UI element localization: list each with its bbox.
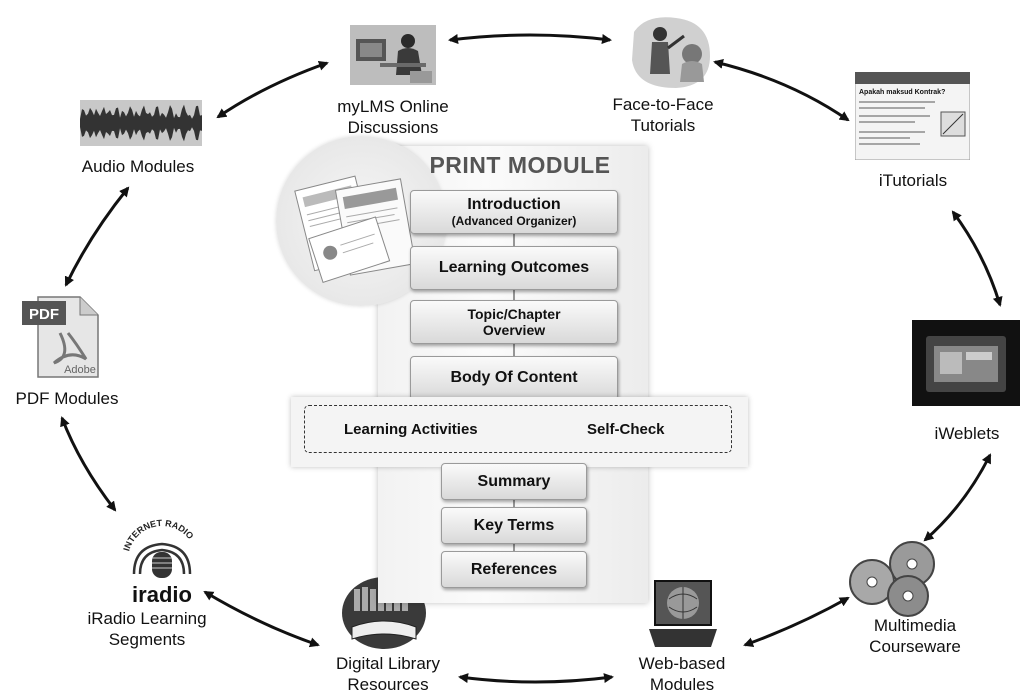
arrow-pdf-audio <box>64 186 130 287</box>
step-topic-overview: Topic/Chapter Overview <box>410 300 618 344</box>
learning-activities-label: Learning Activities <box>344 421 478 438</box>
arrow-webbased-digitallibrary <box>458 673 614 684</box>
itutorials-line1: iTutorials <box>878 171 948 190</box>
cd-discs-icon <box>849 541 935 617</box>
iweblet-screen-icon <box>912 320 1020 406</box>
arrow-multimedia-webbased <box>743 596 850 647</box>
print-documents-icon <box>294 175 416 284</box>
topic-overview-line1: Topic/Chapter <box>467 306 561 322</box>
iradio-line2: Segments <box>108 630 186 649</box>
digitallibrary-line2: Resources <box>347 675 429 694</box>
node-label-mylms: myLMS Online Discussions <box>318 96 468 138</box>
mylms-line2: Discussions <box>347 118 439 137</box>
multimedia-line1: Multimedia <box>873 616 957 635</box>
webbased-line2: Modules <box>649 675 715 694</box>
node-label-web-based: Web-based Modules <box>622 653 742 695</box>
arrow-iradio-pdf <box>60 416 117 512</box>
arrow-iweblets-multimedia <box>923 453 992 542</box>
svg-text:iradio: iradio <box>132 582 192 606</box>
pdf-line1: PDF Modules <box>15 389 119 408</box>
node-label-itutorials: iTutorials <box>858 170 968 191</box>
step-learning-outcomes: Learning Outcomes <box>410 246 618 290</box>
key-terms-label: Key Terms <box>473 516 555 534</box>
arrow-digitallibrary-iradio <box>203 590 320 648</box>
node-label-pdf: PDF Modules <box>2 388 132 409</box>
facetoface-line1: Face-to-Face <box>612 95 714 114</box>
mylms-line1: myLMS Online <box>337 97 449 116</box>
node-label-iradio: iRadio Learning Segments <box>72 608 222 650</box>
step-key-terms: Key Terms <box>441 507 587 544</box>
tutor-icon <box>632 17 710 88</box>
svg-text:Apakah maksud Kontrak?: Apakah maksud Kontrak? <box>859 89 945 96</box>
summary-label: Summary <box>477 472 551 490</box>
step-references: References <box>441 551 587 588</box>
node-label-iweblets: iWeblets <box>922 423 1012 444</box>
itutorial-screen-icon: Apakah maksud Kontrak? <box>855 72 970 160</box>
discussion-icon <box>350 25 436 85</box>
arrow-facetoface-itutorials <box>713 59 850 122</box>
activities-band <box>291 397 748 467</box>
digitallibrary-line1: Digital Library <box>336 654 440 673</box>
body-of-content-label: Body Of Content <box>450 369 578 386</box>
arrow-mylms-facetoface <box>448 33 612 44</box>
references-label: References <box>470 560 558 578</box>
print-module-title: PRINT MODULE <box>429 152 611 178</box>
web-computer-icon <box>649 580 717 647</box>
arrow-itutorials-iweblets <box>951 210 1003 307</box>
step-body-of-content: Body Of Content <box>410 356 618 400</box>
multimedia-line2: Courseware <box>869 637 961 656</box>
webbased-line1: Web-based <box>638 654 726 673</box>
node-label-multimedia: Multimedia Courseware <box>850 615 980 657</box>
arrow-audio-mylms <box>216 60 329 119</box>
svg-text:Adobe: Adobe <box>64 364 96 376</box>
topic-overview-line2: Overview <box>482 322 546 338</box>
activities-dashed-box <box>304 405 732 453</box>
step-summary: Summary <box>441 463 587 500</box>
facetoface-line2: Tutorials <box>630 116 696 135</box>
audio-line1: Audio Modules <box>81 157 195 176</box>
iweblets-line1: iWeblets <box>934 424 1000 443</box>
iradio-line1: iRadio Learning <box>87 609 207 628</box>
introduction-label: Introduction <box>467 195 561 213</box>
pdf-file-icon: PDF Adobe <box>22 296 99 378</box>
print-module-image-circle <box>276 136 446 306</box>
audio-waveform-icon <box>80 100 202 146</box>
self-check-label: Self-Check <box>587 421 665 438</box>
node-label-face-to-face: Face-to-Face Tutorials <box>598 94 728 136</box>
node-label-digital-library: Digital Library Resources <box>316 653 460 695</box>
learning-outcomes-label: Learning Outcomes <box>438 259 590 276</box>
svg-text:PDF: PDF <box>29 306 59 323</box>
iradio-logo-icon: INTERNET RADIO iradio <box>121 518 195 606</box>
step-introduction: Introduction (Advanced Organizer) <box>410 190 618 234</box>
introduction-sublabel: (Advanced Organizer) <box>451 213 577 228</box>
node-label-audio: Audio Modules <box>70 156 206 177</box>
